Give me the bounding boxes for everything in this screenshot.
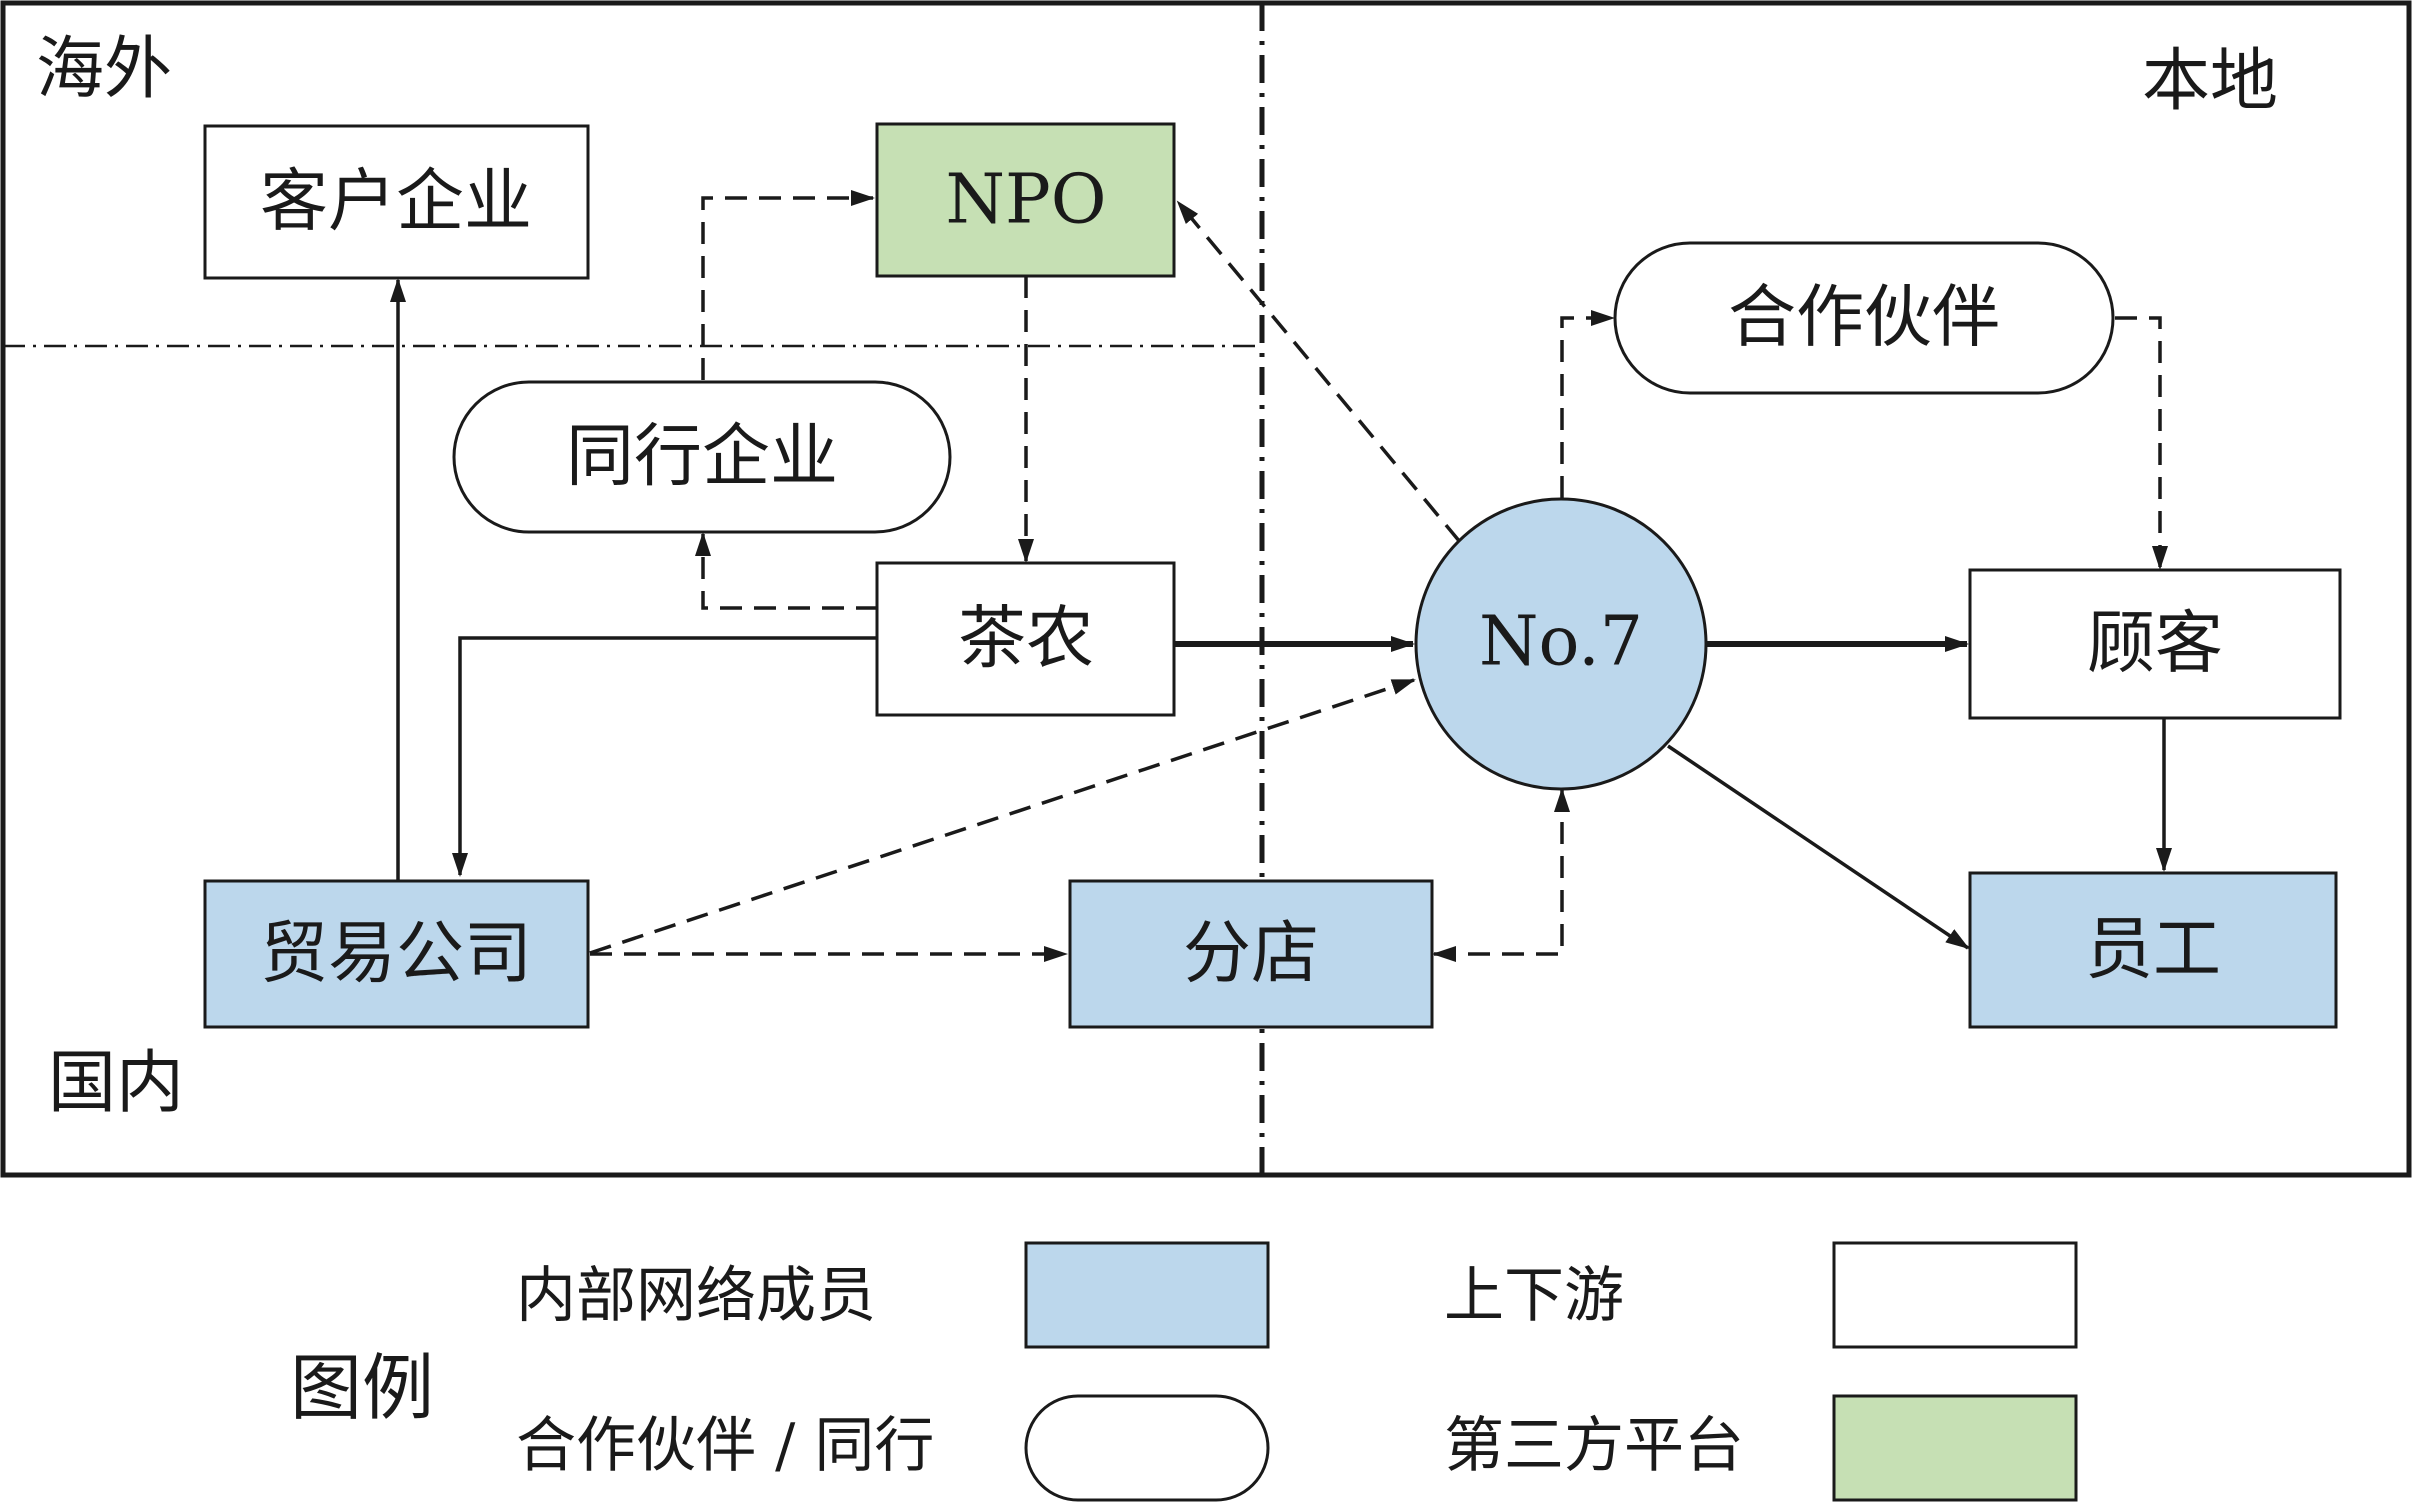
legend-internal-member-swatch — [1024, 1241, 1270, 1349]
node-customer: 顾客 — [1968, 568, 2342, 720]
legend-partner-peer-swatch — [1024, 1394, 1270, 1502]
node-staff: 员工 — [1968, 871, 2338, 1029]
node-client-company-label: 客户企业 — [260, 163, 532, 242]
legend-internal-member-label: 内部网络成员 — [516, 1261, 876, 1331]
node-branch-label: 分店 — [1183, 915, 1319, 994]
node-partner-label: 合作伙伴 — [1728, 279, 2000, 358]
edge-no7-to-staff — [1667, 744, 1970, 950]
region-local: 本地 — [2142, 42, 2278, 121]
node-peer-company: 同行企业 — [452, 380, 952, 534]
edge-teafarmer-to-peer — [695, 532, 878, 610]
legend-up-downstream-label: 上下游 — [1444, 1261, 1624, 1331]
edge-no7-to-partner — [1560, 310, 1615, 498]
node-tea-farmer: 茶农 — [875, 561, 1176, 717]
node-npo-label: NPO — [945, 161, 1106, 240]
node-tea-farmer-label: 茶农 — [958, 600, 1094, 679]
legend-title: 图例 — [290, 1346, 434, 1430]
node-no7-label: No.7 — [1479, 603, 1643, 682]
region-overseas: 海外 — [36, 30, 172, 109]
edge-peer-to-npo — [701, 190, 875, 380]
node-trading-company-label: 贸易公司 — [260, 915, 532, 994]
legend-third-party-swatch — [1832, 1394, 2078, 1502]
edge-trading-to-no7 — [589, 678, 1416, 955]
legend: 图例 内部网络成员 上下游 合作伙伴 / 同行 第三方平台 — [290, 1241, 2078, 1502]
node-staff-label: 员工 — [2085, 911, 2221, 990]
node-customer-label: 顾客 — [2087, 605, 2223, 684]
node-npo: NPO — [875, 122, 1176, 278]
edge-partner-to-customer — [2115, 316, 2168, 570]
node-no7: No.7 — [1414, 497, 1708, 791]
legend-third-party-label: 第三方平台 — [1444, 1411, 1744, 1481]
diagram-frame — [0, 0, 2412, 1178]
node-trading-company: 贸易公司 — [203, 879, 590, 1029]
edge-no7-branch-bidirectional — [1432, 788, 1570, 962]
edge-teafarmer-to-trading — [452, 636, 878, 877]
node-peer-company-label: 同行企业 — [566, 418, 838, 497]
node-client-company: 客户企业 — [203, 124, 590, 280]
legend-partner-peer-label: 合作伙伴 / 同行 — [516, 1411, 934, 1481]
edge-no7-to-npo — [1176, 200, 1462, 544]
node-partner: 合作伙伴 — [1613, 241, 2115, 395]
node-branch: 分店 — [1068, 879, 1434, 1029]
region-domestic: 国内 — [48, 1044, 184, 1123]
legend-up-downstream-swatch — [1832, 1241, 2078, 1349]
